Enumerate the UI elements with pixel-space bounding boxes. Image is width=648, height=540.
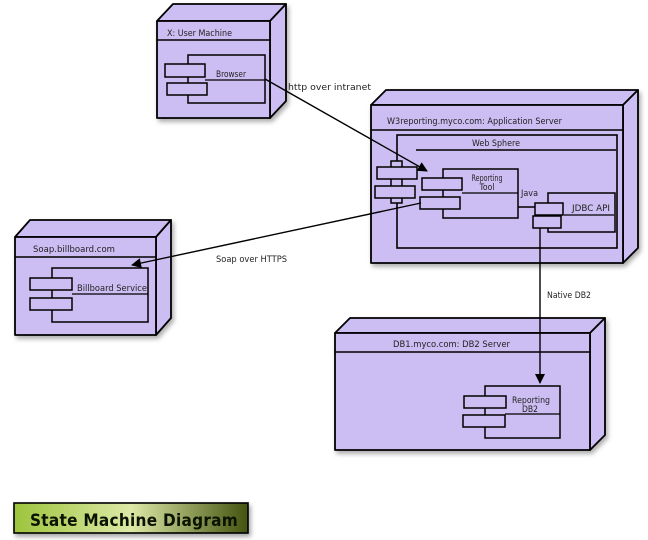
component-tab (166, 82, 208, 96)
top-face (334, 317, 606, 334)
component-browser: Browser (164, 54, 266, 104)
component-body (484, 385, 561, 439)
web-sphere-title: Web Sphere (472, 139, 520, 149)
component-label: Billboard Service (77, 284, 147, 294)
connector-native-db2-label: Native DB2 (547, 291, 591, 301)
component-reporting-tool: Reporting Tool (419, 168, 519, 219)
side-face (269, 3, 287, 119)
connectors: http over intranet Soap over HTTPS Nativ… (131, 78, 591, 384)
connector-soap-over-https (131, 202, 422, 269)
component-tab (164, 63, 206, 78)
component-tab (463, 395, 507, 409)
component-tab (29, 297, 73, 311)
component-reporting-db2: Reporting DB2 (462, 385, 561, 439)
node-user-machine: X: User Machine Browser (156, 3, 287, 119)
side-face (589, 317, 606, 451)
component-label: Browser (216, 70, 246, 80)
diagram-title-text: State Machine Diagram (30, 511, 238, 531)
component-tab (534, 202, 564, 216)
banner-background (13, 502, 249, 534)
node-title: DB1.myco.com: DB2 Server (393, 340, 510, 350)
component-tab (462, 414, 506, 428)
node-soap-server: Soap.billboard.com Billboard Service (14, 219, 172, 336)
component-label: JDBC API (571, 204, 610, 214)
component-tab (532, 215, 562, 229)
connector-http-label: http over intranet (288, 83, 371, 93)
diagram-title-banner: State Machine Diagram (13, 502, 249, 534)
side-face (155, 219, 172, 336)
component-label-line2: DB2 (522, 405, 538, 415)
connector-java-label: Java (520, 189, 538, 199)
top-face (156, 3, 287, 22)
component-label-line1: Reporting (472, 174, 503, 184)
connector-soap-label: Soap over HTTPS (216, 255, 287, 265)
component-tab (374, 185, 416, 199)
node-application-server: W3reporting.myco.com: Application Server… (370, 89, 639, 264)
component-body (51, 267, 149, 323)
connector-http-over-intranet (264, 78, 428, 172)
component-tab (419, 196, 461, 210)
component-label-line1: Reporting (512, 396, 550, 406)
component-tab (421, 177, 463, 191)
node-title: X: User Machine (167, 29, 232, 39)
component-label-line2: Tool (479, 183, 495, 193)
component-tab (376, 166, 418, 180)
node-title: W3reporting.myco.com: Application Server (387, 117, 562, 127)
node-db2-server: DB1.myco.com: DB2 Server Reporting DB2 (334, 317, 606, 451)
side-face (622, 89, 639, 264)
top-face (14, 219, 172, 238)
component-unnamed (374, 160, 418, 204)
component-jdbc-api: JDBC API (532, 192, 616, 233)
component-body (390, 160, 403, 204)
top-face (370, 89, 639, 106)
component-billboard-service: Billboard Service (29, 267, 149, 323)
component-tab (29, 277, 73, 291)
node-title: Soap.billboard.com (33, 245, 115, 255)
